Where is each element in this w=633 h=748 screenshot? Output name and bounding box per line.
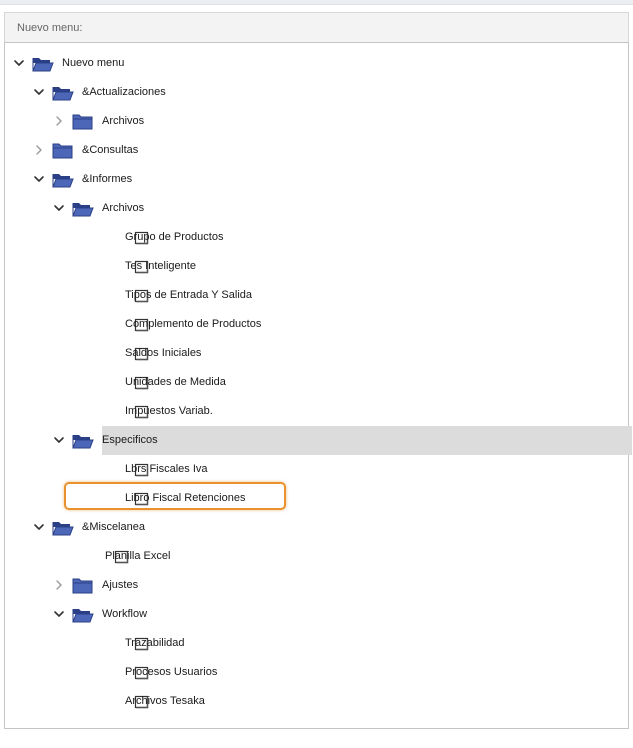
tree-node-label: Impuestos Variab. <box>125 405 213 417</box>
tree-node-label: Tipos de Entrada Y Salida <box>125 289 252 301</box>
chevron-down-icon[interactable] <box>33 173 45 185</box>
tree-node-label: Trazabilidad <box>125 637 185 649</box>
tree-node-label: Nuevo menu <box>62 57 125 69</box>
tree-node-unidades-de-medida[interactable]: Unidades de Medida <box>5 368 632 397</box>
tree-node-trazabilidad[interactable]: Trazabilidad <box>5 629 632 658</box>
tree-node-label: Complemento de Productos <box>125 318 262 330</box>
tree-node-saldos-iniciales[interactable]: Saldos Iniciales <box>5 339 632 368</box>
document-icon <box>134 492 149 506</box>
panel-title: Nuevo menu: <box>17 22 83 34</box>
tree-node-label: Ajustes <box>102 579 139 591</box>
chevron-down-icon[interactable] <box>33 521 45 533</box>
document-icon <box>134 260 149 274</box>
tree-node-libro-fiscal-retenciones[interactable]: Libro Fiscal Retenciones <box>5 484 632 513</box>
tree-node-label: Planilla Excel <box>105 550 171 562</box>
chevron-right-icon[interactable] <box>33 144 45 156</box>
chevron-down-icon[interactable] <box>13 57 25 69</box>
folder-open-icon <box>72 201 94 217</box>
tree-node-label: &Consultas <box>82 144 139 156</box>
tree-node-informes[interactable]: &Informes <box>5 165 632 194</box>
chevron-right-icon[interactable] <box>53 579 65 591</box>
document-icon <box>134 347 149 361</box>
folder-open-icon <box>52 85 74 101</box>
folder-open-icon <box>72 607 94 623</box>
tree-node-label: Grupo de Productos <box>125 231 224 243</box>
tree-node-label: &Informes <box>82 173 133 185</box>
selection-highlight <box>102 426 632 455</box>
tree-node-label: Unidades de Medida <box>125 376 226 388</box>
chevron-right-icon[interactable] <box>53 115 65 127</box>
chevron-down-icon[interactable] <box>53 608 65 620</box>
document-icon <box>134 376 149 390</box>
folder-open-icon <box>52 520 74 536</box>
tree-node-label: Saldos Iniciales <box>125 347 202 359</box>
tree-node-label: Especificos <box>102 434 158 446</box>
tree-node-ajustes[interactable]: Ajustes <box>5 571 632 600</box>
tree-node-tes-inteligente[interactable]: Tes Inteligente <box>5 252 632 281</box>
tree-node-planilla-excel[interactable]: Planilla Excel <box>5 542 632 571</box>
tree-node-label: Archivos <box>102 115 145 127</box>
tree-node-complemento-de-productos[interactable]: Complemento de Productos <box>5 310 632 339</box>
tree-node-label: Procesos Usuarios <box>125 666 218 678</box>
tree-node-impuestos-variab[interactable]: Impuestos Variab. <box>5 397 632 426</box>
tree-node-label: Archivos Tesaka <box>125 695 205 707</box>
tree-node-tipos-de-entrada-y-salida[interactable]: Tipos de Entrada Y Salida <box>5 281 632 310</box>
tree-node-actualizaciones-archivos[interactable]: Archivos <box>5 107 632 136</box>
tree-node-especificos[interactable]: Especificos <box>5 426 632 455</box>
tree-node-actualizaciones[interactable]: &Actualizaciones <box>5 78 632 107</box>
tree-node-informes-archivos[interactable]: Archivos <box>5 194 632 223</box>
tree-node-label: Workflow <box>102 608 148 620</box>
folder-closed-icon <box>52 143 74 159</box>
tree-node-workflow[interactable]: Workflow <box>5 600 632 629</box>
document-icon <box>134 637 149 651</box>
tree-node-label: Libro Fiscal Retenciones <box>125 492 246 504</box>
tree-node-grupo-de-productos[interactable]: Grupo de Productos <box>5 223 632 252</box>
folder-open-icon <box>52 172 74 188</box>
document-icon <box>134 318 149 332</box>
document-icon <box>134 666 149 680</box>
tree-node-nuevo-menu[interactable]: Nuevo menu <box>5 49 632 78</box>
document-icon <box>134 695 149 709</box>
document-icon <box>114 550 129 564</box>
folder-open-icon <box>72 433 94 449</box>
top-strip <box>0 0 633 5</box>
tree-node-archivos-tesaka[interactable]: Archivos Tesaka <box>5 687 632 716</box>
chevron-down-icon[interactable] <box>33 86 45 98</box>
document-icon <box>134 463 149 477</box>
chevron-down-icon[interactable] <box>53 202 65 214</box>
document-icon <box>134 231 149 245</box>
tree-node-label: &Actualizaciones <box>82 86 166 98</box>
document-icon <box>134 289 149 303</box>
tree-node-label: Archivos <box>102 202 145 214</box>
tree-node-consultas[interactable]: &Consultas <box>5 136 632 165</box>
folder-open-icon <box>32 56 54 72</box>
tree-node-label: Lbrs Fiscales Iva <box>125 463 208 475</box>
tree-node-lbrs-fiscales-iva[interactable]: Lbrs Fiscales Iva <box>5 455 632 484</box>
tree-node-label: &Miscelanea <box>82 521 145 533</box>
panel-header: Nuevo menu: <box>4 12 629 42</box>
tree-node-label: Tes Inteligente <box>125 260 196 272</box>
chevron-down-icon[interactable] <box>53 434 65 446</box>
tree-node-miscelanea[interactable]: &Miscelanea <box>5 513 632 542</box>
document-icon <box>134 405 149 419</box>
folder-closed-icon <box>72 578 94 594</box>
folder-closed-icon <box>72 114 94 130</box>
tree-node-procesos-usuarios[interactable]: Procesos Usuarios <box>5 658 632 687</box>
